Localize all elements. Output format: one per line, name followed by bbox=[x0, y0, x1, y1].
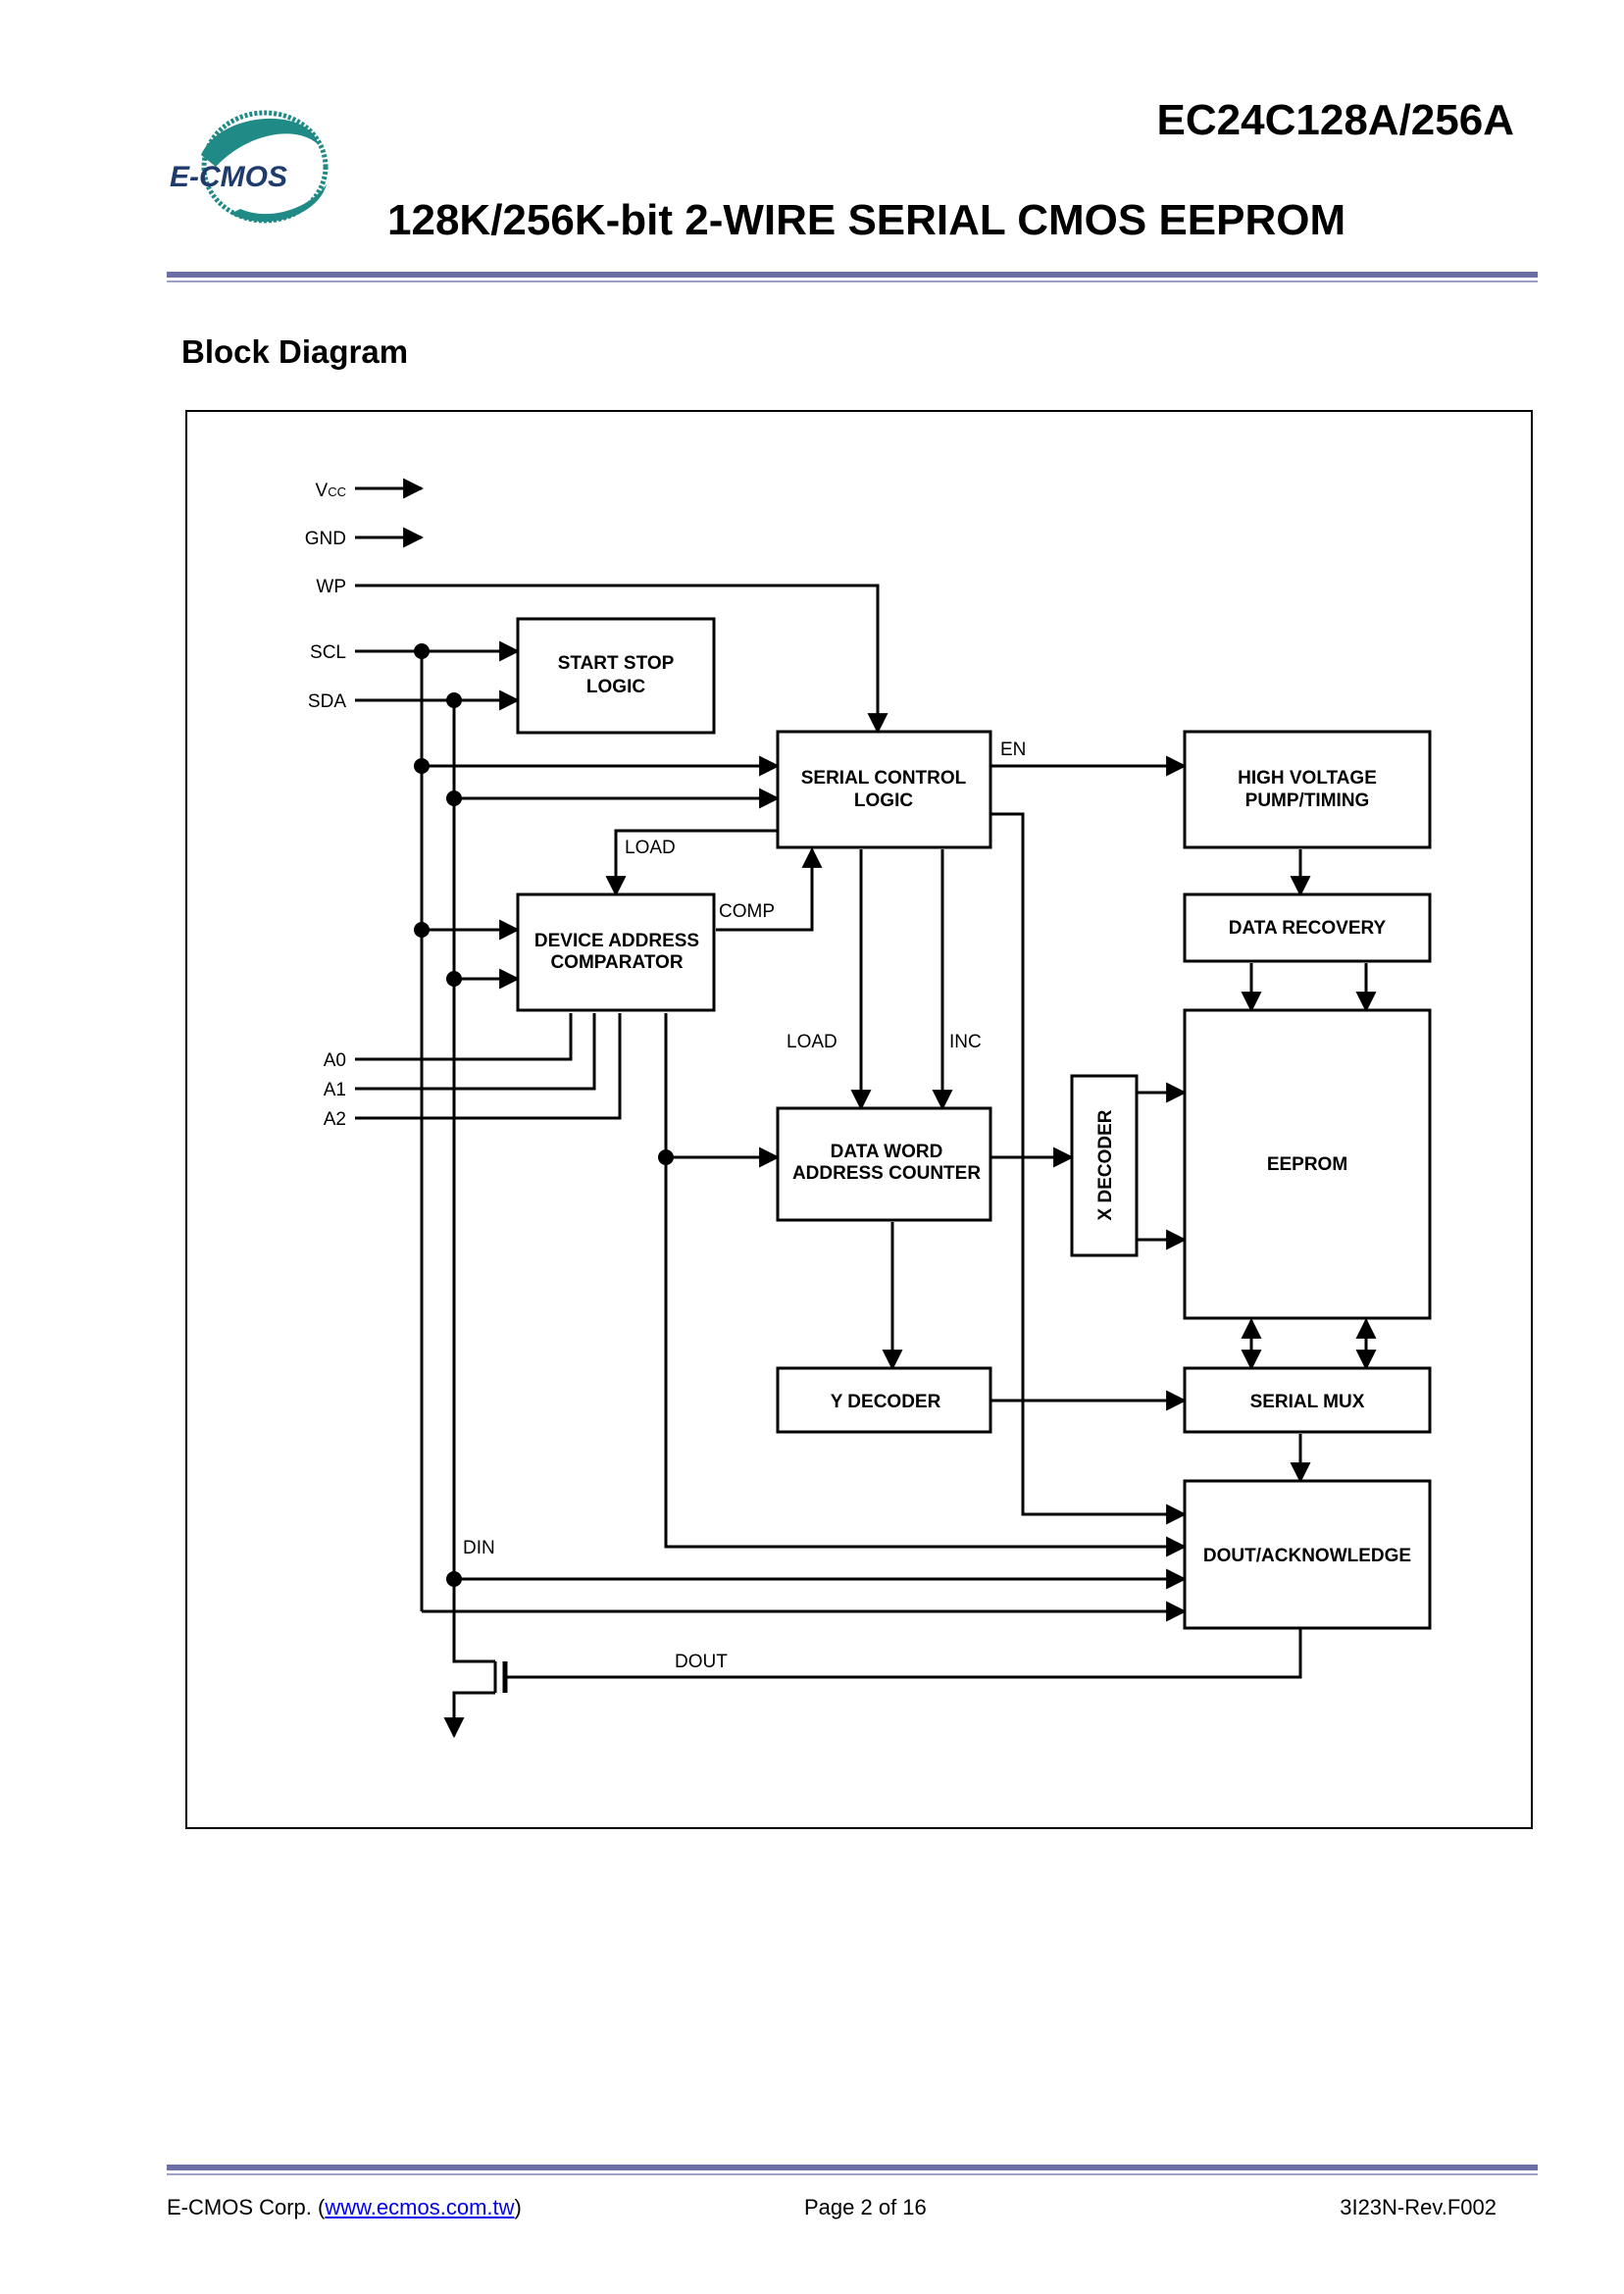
svg-text:E-CMOS: E-CMOS bbox=[170, 161, 287, 193]
block-data-recovery bbox=[1183, 892, 1432, 963]
label-hv-pump-2: PUMP/TIMING bbox=[1245, 790, 1370, 811]
label-serial-mux: SERIAL MUX bbox=[1250, 1392, 1365, 1412]
header-rule bbox=[167, 272, 1538, 282]
label-serial-control-2: LOGIC bbox=[854, 790, 913, 811]
signal-din: DIN bbox=[463, 1538, 495, 1558]
signal-en: EN bbox=[1000, 739, 1026, 760]
label-x-decoder: X DECODER bbox=[1095, 1109, 1116, 1220]
signal-load-top: LOAD bbox=[625, 838, 676, 858]
label-start-stop-2: LOGIC bbox=[586, 677, 645, 697]
footer-page-number: Page 2 of 16 bbox=[804, 2195, 927, 2219]
block-x-decoder bbox=[1070, 1074, 1139, 1257]
ecmos-logo: E-CMOS bbox=[170, 110, 329, 224]
signal-load-mid: LOAD bbox=[787, 1032, 837, 1052]
block-dout-ack bbox=[1183, 1479, 1432, 1630]
block-y-decoder bbox=[776, 1366, 992, 1434]
document-subtitle: 128K/256K-bit 2-WIRE SERIAL CMOS EEPROM bbox=[387, 196, 1346, 244]
label-device-address-1: DEVICE ADDRESS bbox=[534, 931, 699, 951]
pin-wp: WP bbox=[316, 577, 346, 597]
block-serial-mux bbox=[1183, 1366, 1432, 1434]
footer-company: E-CMOS Corp. (www.ecmos.com.tw) bbox=[167, 2195, 522, 2220]
pin-sda: SDA bbox=[308, 691, 346, 712]
signal-inc: INC bbox=[949, 1032, 982, 1052]
label-data-word-2: ADDRESS COUNTER bbox=[792, 1163, 981, 1184]
block-start-stop bbox=[516, 617, 716, 735]
label-hv-pump-1: HIGH VOLTAGE bbox=[1238, 768, 1377, 789]
part-number: EC24C128A/256A bbox=[1156, 96, 1514, 144]
block-device-address bbox=[516, 892, 716, 1012]
pin-gnd: GND bbox=[305, 529, 346, 549]
footer-company-prefix: E-CMOS Corp. ( bbox=[167, 2195, 326, 2219]
diagram-frame bbox=[185, 410, 1533, 1829]
pin-vcc: VCC bbox=[316, 481, 346, 501]
label-dout-ack: DOUT/ACKNOWLEDGE bbox=[1203, 1546, 1411, 1566]
label-y-decoder: Y DECODER bbox=[831, 1392, 941, 1412]
footer-website-link[interactable]: www.ecmos.com.tw bbox=[325, 2195, 515, 2219]
footer-company-suffix: ) bbox=[514, 2195, 522, 2219]
label-data-word-1: DATA WORD bbox=[831, 1142, 943, 1162]
signal-dout: DOUT bbox=[675, 1652, 728, 1672]
pin-scl: SCL bbox=[310, 642, 346, 663]
pin-a2: A2 bbox=[324, 1109, 346, 1130]
label-eeprom: EEPROM bbox=[1267, 1154, 1347, 1175]
pin-a1: A1 bbox=[324, 1080, 346, 1100]
label-device-address-2: COMPARATOR bbox=[550, 952, 683, 973]
block-hv-pump bbox=[1183, 730, 1432, 849]
label-serial-control-1: SERIAL CONTROL bbox=[801, 768, 967, 789]
block-data-word bbox=[776, 1106, 992, 1222]
pin-a0: A0 bbox=[324, 1050, 346, 1071]
junction-dots bbox=[414, 643, 674, 1587]
footer-revision: 3I23N-Rev.F002 bbox=[1340, 2195, 1497, 2219]
footer-rule bbox=[167, 2165, 1538, 2175]
block-eeprom bbox=[1183, 1008, 1432, 1320]
label-start-stop-1: START STOP bbox=[558, 653, 675, 674]
signal-comp: COMP bbox=[719, 901, 775, 922]
block-serial-control bbox=[776, 730, 992, 849]
section-title: Block Diagram bbox=[181, 333, 409, 370]
label-data-recovery: DATA RECOVERY bbox=[1229, 918, 1387, 939]
